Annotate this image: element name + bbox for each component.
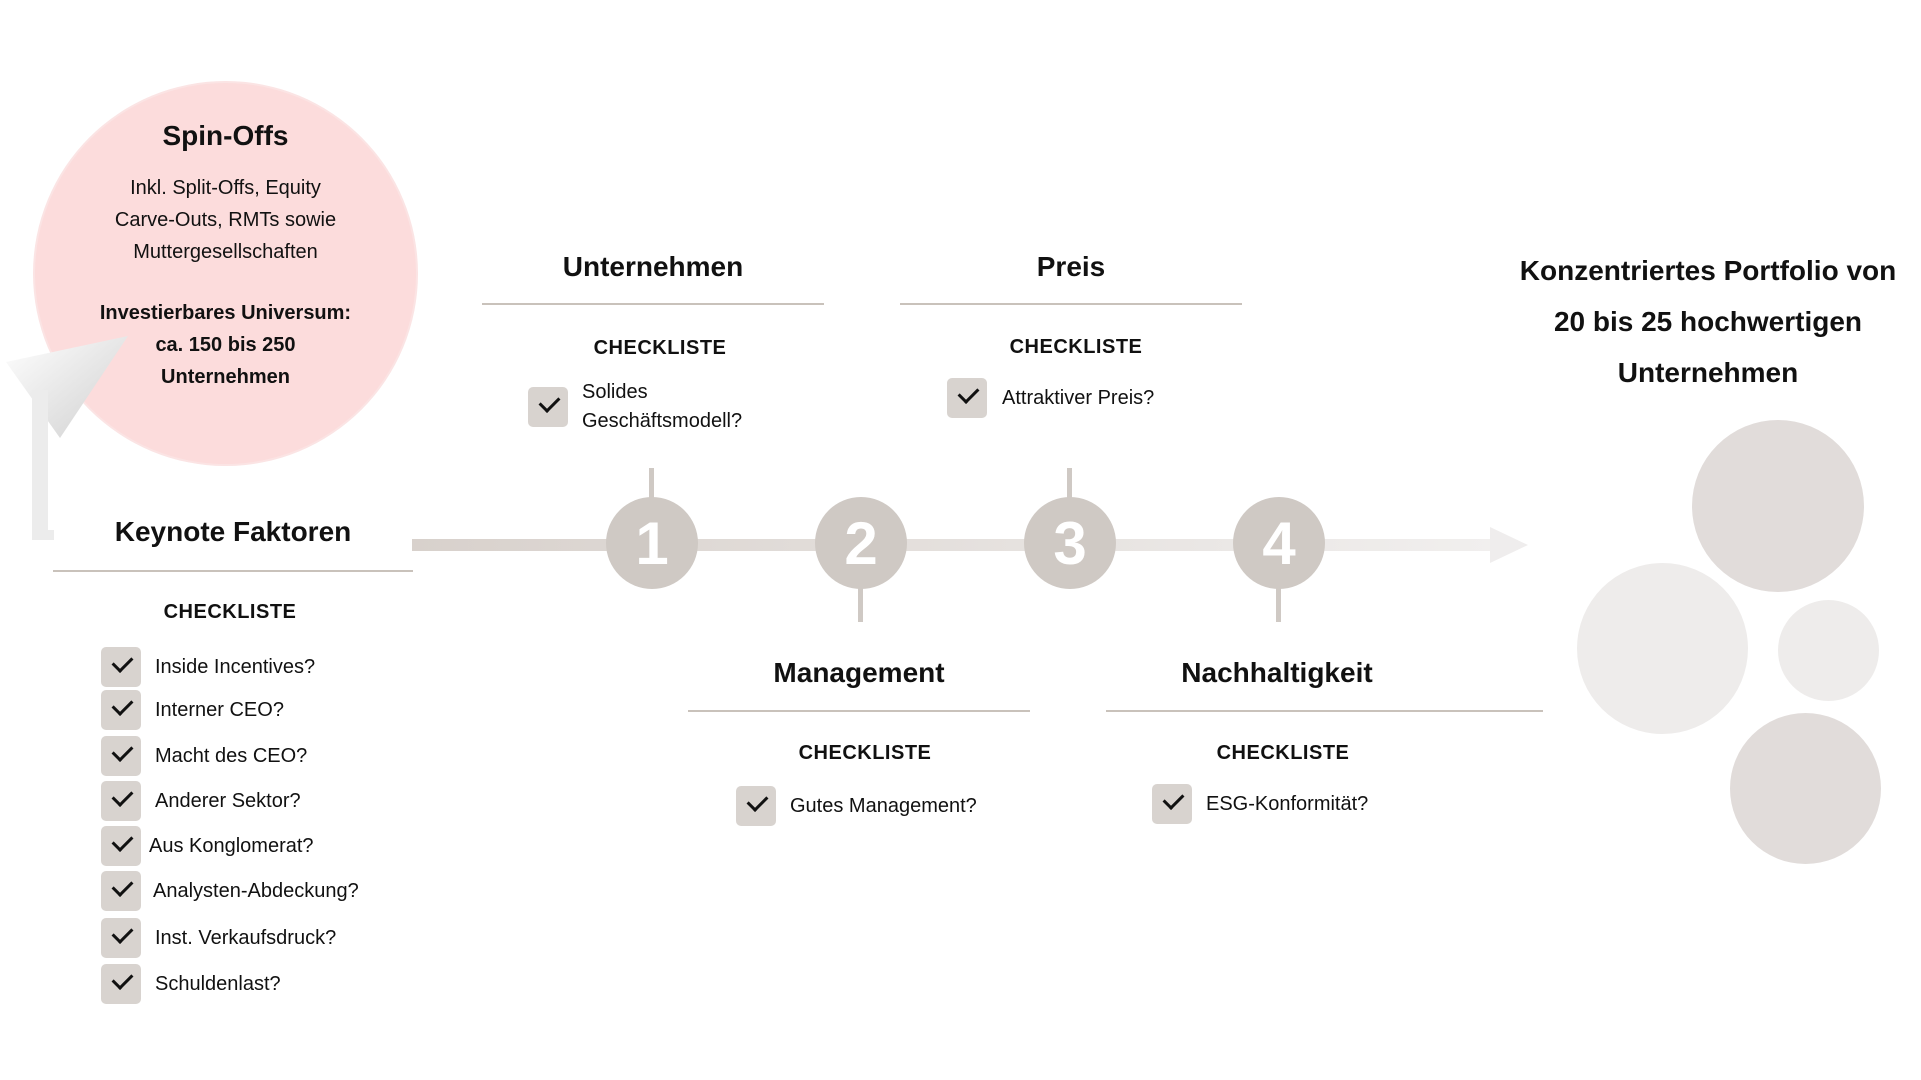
checklist-item: Analysten-Abdeckung? [101,871,359,911]
checklist-item-label: Schuldenlast? [155,972,281,995]
portfolio-title: Konzentriertes Portfolio von 20 bis 25 h… [1500,245,1916,398]
checklist-item-label: Inside Incentives? [155,655,316,678]
checklist-item-label: Solides Geschäftsmodell? [582,381,743,432]
spinoff-subtitle-line: Carve-Outs, RMTs sowie [114,209,337,231]
spinoff-subtitle-line: Muttergesellschaften [133,241,318,263]
portfolio-bubble [1730,713,1881,864]
checklist-item: ESG-Konformität? [1152,784,1368,824]
checklist-item-label: ESG-Konformität? [1206,792,1369,815]
keynote-divider [53,570,413,572]
checkmark-icon [101,781,141,821]
management-title: Management [773,657,945,688]
checkmark-icon [101,826,141,866]
spinoff-universe: Investierbares Universum: ca. 150 bis 25… [75,297,376,393]
checklist-item-label: Inst. Verkaufsdruck? [155,926,337,949]
checklist-item: Interner CEO? [101,690,284,730]
step-2-circle: 2 [815,497,907,589]
nachhaltigkeit-divider [1106,710,1543,712]
checkmark-icon [101,647,141,687]
portfolio-title-line: 20 bis 25 hochwertigen [1553,306,1863,337]
spinoff-title: Spin-Offs [162,120,289,151]
checklist-item-label: Attraktiver Preis? [1002,386,1155,409]
spinoff-subtitle-line: Inkl. Split-Offs, Equity [130,177,321,199]
checkmark-icon [528,387,568,427]
portfolio-bubble [1692,420,1864,592]
keynote-checklist-label: CHECKLISTE [163,601,297,623]
unternehmen-title: Unternehmen [562,251,744,282]
checkmark-icon [101,918,141,958]
preis-title: Preis [1036,251,1106,282]
step-1-tick [649,468,654,498]
funnel-connector [6,336,128,540]
checklist-item: Inst. Verkaufsdruck? [101,918,336,958]
portfolio-bubble [1778,600,1879,701]
spinoff-universe-line: Investierbares Universum: [99,302,352,324]
checklist-item-label: Macht des CEO? [155,744,308,767]
portfolio-title-line: Unternehmen [1617,357,1799,388]
process-arrow-line [412,527,1528,563]
management-divider [688,710,1030,712]
checklist-item-label: Aus Konglomerat? [149,834,314,857]
checkmark-icon [947,378,987,418]
checklist-item-label: Analysten-Abdeckung? [153,879,359,902]
spinoff-circle [35,83,416,464]
keynote-title: Keynote Faktoren [114,516,352,547]
checkmark-icon [101,871,141,911]
portfolio-title-line: Konzentriertes Portfolio von [1519,255,1897,286]
checklist-item: Solides Geschäftsmodell? [528,378,742,436]
checkmark-icon [101,736,141,776]
checklist-item: Macht des CEO? [101,736,307,776]
nachhaltigkeit-checklist-label: CHECKLISTE [1216,742,1350,764]
management-checklist-label: CHECKLISTE [798,742,932,764]
nachhaltigkeit-title: Nachhaltigkeit [1181,657,1373,688]
step-2-tick [858,584,863,622]
step-3-tick [1067,468,1072,498]
preis-divider [900,303,1242,305]
checklist-item: Gutes Management? [736,786,977,826]
checklist-item-label: Anderer Sektor? [155,789,301,812]
checklist-item-label: Interner CEO? [155,698,284,721]
checklist-item-label: Gutes Management? [790,794,977,817]
step-3-circle: 3 [1024,497,1116,589]
checklist-item: Aus Konglomerat? [101,826,314,866]
checkmark-icon [1152,784,1192,824]
checklist-item: Schuldenlast? [101,964,281,1004]
step-4-tick [1276,584,1281,622]
checklist-item: Inside Incentives? [101,647,315,687]
unternehmen-checklist-label: CHECKLISTE [593,337,727,359]
unternehmen-divider [482,303,824,305]
checkmark-icon [101,964,141,1004]
checkmark-icon [736,786,776,826]
checkmark-icon [101,690,141,730]
connector-line [32,390,48,538]
funnel-icon [6,336,128,438]
preis-checklist-label: CHECKLISTE [1009,336,1143,358]
checklist-item: Attraktiver Preis? [947,378,1154,418]
checklist-item: Anderer Sektor? [101,781,301,821]
step-4-circle: 4 [1233,497,1325,589]
portfolio-bubble [1577,563,1748,734]
spinoff-universe-line: Unternehmen [161,366,290,388]
spinoff-subtitle: Inkl. Split-Offs, Equity Carve-Outs, RMT… [95,172,356,268]
spinoff-universe-line: ca. 150 bis 250 [155,334,296,356]
step-1-circle: 1 [606,497,698,589]
arrow-head-icon [1490,527,1528,563]
